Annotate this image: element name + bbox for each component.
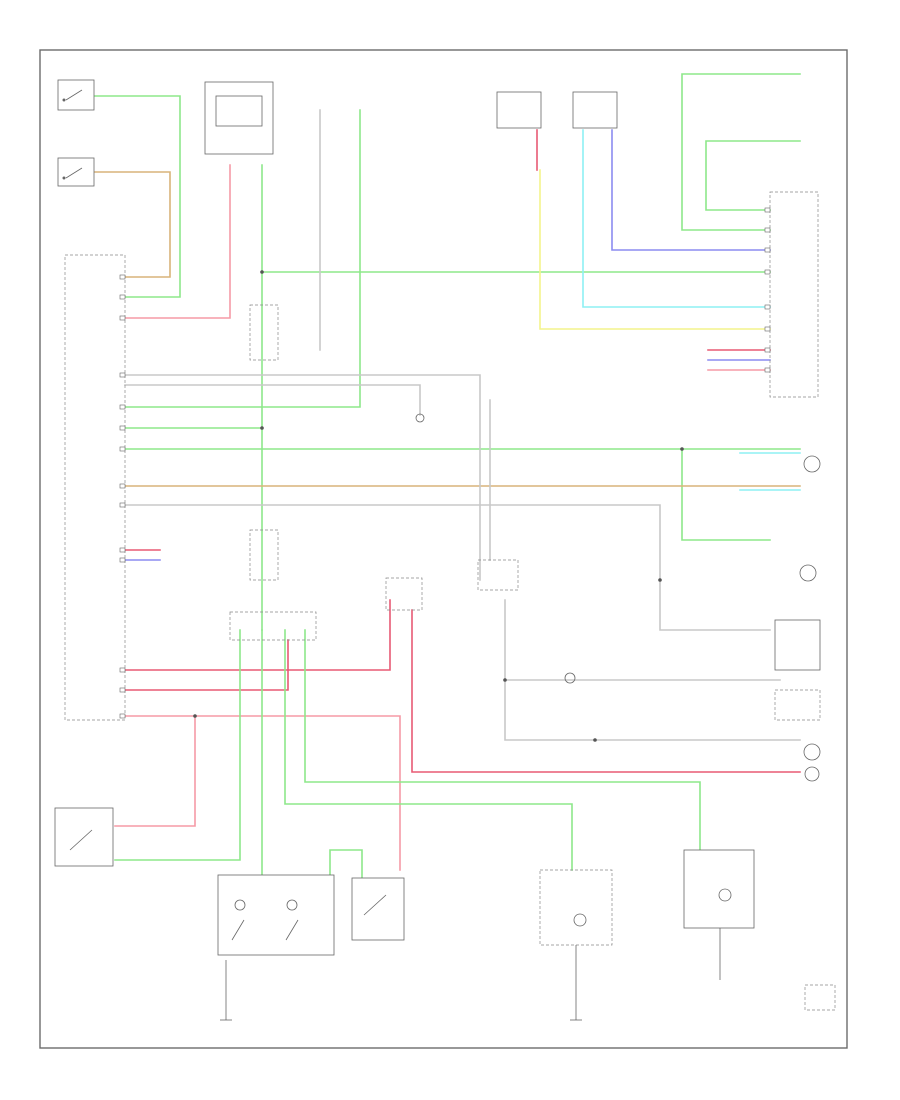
wire-gray-5 [504, 599, 801, 741]
wire-green-horizontal-2 [124, 109, 361, 408]
middle-switch-c [477, 559, 519, 591]
wire-green-down-right [681, 448, 771, 541]
wire-cyan [582, 129, 771, 308]
wire-gray-2 [124, 384, 421, 416]
bottom-switch-bank [217, 874, 335, 956]
switch-icon [57, 157, 95, 187]
control-unit [64, 254, 126, 721]
middle-relay [385, 577, 423, 611]
top-center-switch-1 [496, 91, 542, 129]
top-center-switch-2 [572, 91, 618, 129]
wire-red-connector [124, 639, 289, 691]
bulb-icon [804, 766, 820, 782]
ground-icon [220, 928, 721, 1021]
middle-switch-b [249, 304, 279, 361]
ground-icon [564, 672, 576, 684]
wire-green-right-mid [705, 140, 801, 211]
wire-pink-top-box [124, 164, 231, 319]
wire-gray-1 [124, 374, 481, 581]
wire-yellow [539, 169, 771, 330]
bottom-switch-right-1 [539, 869, 613, 946]
middle-connector [229, 611, 317, 641]
wire-red-lower-1 [124, 599, 391, 671]
ground-icon [415, 413, 425, 423]
top-relay-inner [215, 95, 263, 127]
wire-green-v4 [304, 629, 701, 851]
middle-switch-a [249, 529, 279, 581]
wire-pink-door [114, 715, 196, 827]
connector-icon [804, 984, 836, 1011]
wire-green-v3 [284, 629, 573, 871]
right-module-pins [764, 207, 771, 373]
wire-blue [611, 129, 771, 251]
wire-green-v1 [114, 629, 241, 861]
wire-green-right-top [681, 73, 801, 231]
wires [94, 73, 801, 881]
control-unit-pins [119, 274, 126, 719]
right-switch-1 [774, 619, 821, 671]
wire-pink-lower [124, 715, 401, 871]
bulb-icon [803, 455, 821, 473]
wire-red-lower-2 [411, 609, 801, 773]
diagram-frame [39, 49, 848, 1049]
switch-icon [57, 79, 95, 111]
bottom-switch-right-2 [683, 849, 755, 929]
wire-gray-4 [124, 504, 771, 631]
wire-orange-front-switch [94, 171, 171, 278]
bulb-icon [799, 564, 817, 582]
bulb-icon [803, 743, 821, 761]
wire-green-left-switch [94, 95, 181, 298]
wire-green-switch-link [329, 849, 363, 881]
right-module [769, 191, 819, 398]
splice-dot-icon [193, 270, 684, 742]
right-switch-2 [774, 689, 821, 721]
bottom-switch-mid [351, 877, 405, 941]
